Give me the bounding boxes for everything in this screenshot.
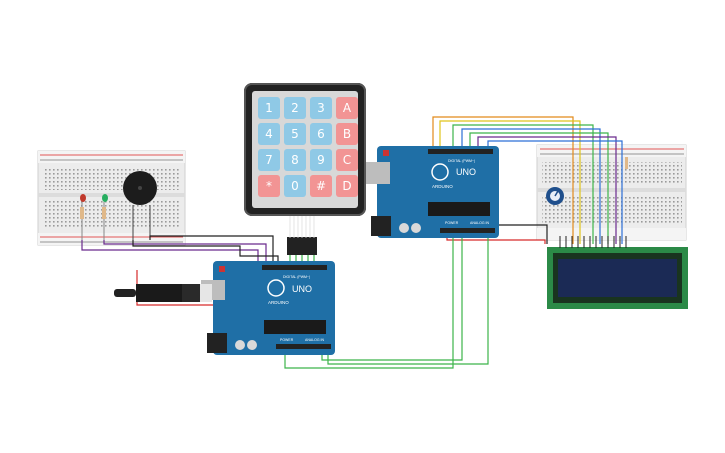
key-2[interactable]: 2 [284, 97, 306, 119]
breadboard-right[interactable] [536, 144, 687, 241]
keypad-4x4[interactable]: 1 2 3 A 4 5 6 B 7 8 9 C * 0 # D [244, 83, 366, 216]
arduino-bottom-model: UNO [292, 284, 312, 294]
usb-cable[interactable] [114, 284, 212, 302]
breadboard-left[interactable] [37, 150, 186, 246]
key-8[interactable]: 8 [284, 149, 306, 171]
key-c[interactable]: C [336, 149, 358, 171]
keypad-connector [287, 216, 317, 255]
key-4[interactable]: 4 [258, 123, 280, 145]
key-d[interactable]: D [336, 175, 358, 197]
arduino-bottom-digital-label: DIGITAL (PWM~) [283, 275, 310, 279]
arduino-uno-top[interactable]: UNO ARDUINO DIGITAL (PWM~) POWER ANALOG … [366, 146, 499, 238]
arduino-top-digital-label: DIGITAL (PWM~) [448, 159, 475, 163]
key-star[interactable]: * [258, 175, 280, 197]
keypad-grid: 1 2 3 A 4 5 6 B 7 8 9 C * 0 # D [252, 91, 358, 208]
piezo-buzzer[interactable] [123, 171, 157, 240]
arduino-bottom-analog-label: ANALOG IN [305, 338, 325, 342]
key-9[interactable]: 9 [310, 149, 332, 171]
key-b[interactable]: B [336, 123, 358, 145]
red-led[interactable] [80, 194, 86, 240]
key-a[interactable]: A [336, 97, 358, 119]
arduino-top-power-label: POWER [445, 221, 459, 225]
key-1[interactable]: 1 [258, 97, 280, 119]
key-5[interactable]: 5 [284, 123, 306, 145]
key-hash[interactable]: # [310, 175, 332, 197]
green-led[interactable] [102, 194, 108, 240]
resistor-right [625, 157, 628, 169]
arduino-top-model: UNO [456, 167, 476, 177]
arduino-top-brand: ARDUINO [432, 184, 453, 189]
lcd-16x2[interactable] [547, 236, 688, 309]
arduino-bottom-power-label: POWER [280, 338, 294, 342]
key-6[interactable]: 6 [310, 123, 332, 145]
arduino-top-analog-label: ANALOG IN [470, 221, 490, 225]
arduino-uno-bottom[interactable]: UNO ARDUINO DIGITAL (PWM~) POWER ANALOG … [201, 261, 335, 355]
key-7[interactable]: 7 [258, 149, 280, 171]
arduino-bottom-brand: ARDUINO [268, 300, 289, 305]
key-3[interactable]: 3 [310, 97, 332, 119]
potentiometer[interactable] [546, 187, 564, 205]
key-0[interactable]: 0 [284, 175, 306, 197]
